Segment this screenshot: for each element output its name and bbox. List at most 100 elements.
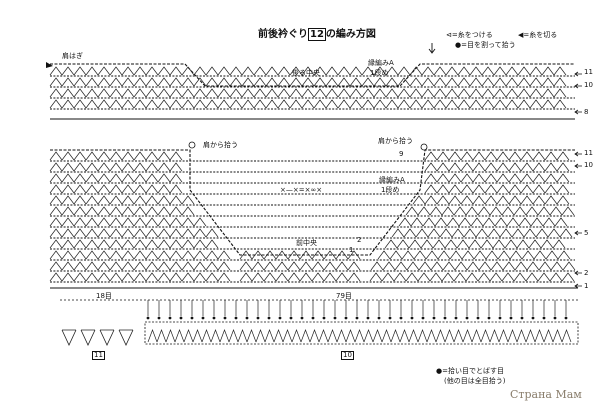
legend-split: ●=目を割って拾う [455,41,516,49]
skip-dot [212,316,216,320]
skip-dot [520,316,524,320]
top-outline [50,63,575,87]
skip-dot [487,316,491,320]
skip-dot [509,316,513,320]
skip-dot [311,316,315,320]
bottom-fan-row-left [49,228,219,238]
section-10-fans [147,329,572,343]
skip-dot [168,316,172,320]
bottom-row-10: 10 [584,161,593,169]
bottom-fan-row-center [239,272,361,282]
skip-dot [223,316,227,320]
pattern-a-label-top: 縁編みA [368,59,394,67]
bottom-fan-row-left [49,217,207,227]
bottom-fan-row-left [49,250,231,260]
legend-join: ⊲=糸をつける [446,31,493,39]
skip-dot [146,316,150,320]
row-arrow [574,109,582,115]
row9-label: 9 [399,150,404,158]
join-marker [46,62,53,68]
row-arrow [574,230,582,236]
section-label-10: 10 [341,351,354,360]
pick-from-shoulder-left: 肩から拾う [203,141,238,149]
watermark-text: Страна Мам [510,388,582,401]
skip-dot [432,316,436,320]
skip-dot [531,316,535,320]
back-center-label: 後ろ中央 [292,69,320,77]
skip-dot [443,316,447,320]
bottom-fan-row-left [49,195,195,205]
title-suffix: の編み方図 [325,29,376,40]
stitch-count-left: 18目 [96,292,112,300]
skip-dot [333,316,337,320]
skip-dot [300,316,304,320]
legend-split-label: =目を割って拾う [461,41,516,49]
bottom-fan-row-left [49,173,183,183]
skip-dot [179,316,183,320]
row1-label-bottom: 1段め [381,186,400,194]
row-arrow [574,270,582,276]
skip-dot [410,316,414,320]
skip-dot [366,316,370,320]
top-panel-stitches [49,63,575,120]
chart-marks [46,43,582,289]
skip-dot [388,316,392,320]
row-arrow [574,71,582,77]
pick-from-shoulder-right: 肩から拾う [378,137,413,145]
top-fan-row [49,88,567,98]
section-10-strip [144,321,579,345]
legend-cut: ◀=糸を切る [518,31,558,39]
down-arrow [428,43,436,54]
bottom-row-5: 5 [584,229,589,237]
shoulder-marker-left [188,141,196,149]
skip-dot [190,316,194,320]
bottom-fan-row-center [239,261,361,271]
row-arrow [574,163,582,169]
row1-marker: 1 [349,246,354,254]
bottom-fan-row-left [49,206,195,216]
pattern-a-label-bottom: 縁編みA [379,176,405,184]
skip-dot [399,316,403,320]
skip-dot [498,316,502,320]
bottom-fan-row-right [377,250,571,260]
bottom-fan-row-right [412,195,570,205]
skip-dot [234,316,238,320]
bottom-fan-row-center [239,250,361,260]
top-row-10: 10 [584,81,593,89]
bottom-fan-row-right [384,239,566,249]
bottom-panel-stitches [49,149,578,289]
bottom-fan-row-right [424,173,570,183]
section-label-11: 11 [92,351,105,360]
skip-dot [355,316,359,320]
row1-label-top: 1段め [370,69,389,77]
bottom-fan-row-right [370,261,576,271]
repeat-formula: ×—×=×∞× [280,186,323,194]
bottom-fan-row-right [424,184,570,194]
top-row-8: 8 [584,108,589,116]
front-center-label: 前中央 [296,239,317,247]
bottom-outline [50,149,575,256]
bottom-row-1: 1 [584,282,589,290]
skip-dot [377,316,381,320]
skip-dot [201,316,205,320]
title-text: 前後衿ぐり [258,29,308,40]
top-fan-row [49,66,567,76]
legend-join-label: =糸をつける [451,31,493,39]
shoulder-seam-label: 肩はぎ [62,52,83,60]
row-arrow [574,283,582,289]
skip-note-line2: (他の目は全目拾う) [444,377,506,385]
bottom-fan-row-left [49,151,183,161]
bottom-fan-row-left [49,239,219,249]
skip-dot [454,316,458,320]
top-fan-row [49,77,567,87]
bottom-fan-row-left [49,184,183,194]
skip-dot [553,316,557,320]
bottom-row-2: 2 [584,269,589,277]
bottom-fan-row-left [49,272,231,282]
bottom-fan-row-left [49,261,231,271]
top-row-11: 11 [584,68,593,76]
shoulder-marker-right [420,143,428,151]
title-number: 12 [308,28,326,41]
